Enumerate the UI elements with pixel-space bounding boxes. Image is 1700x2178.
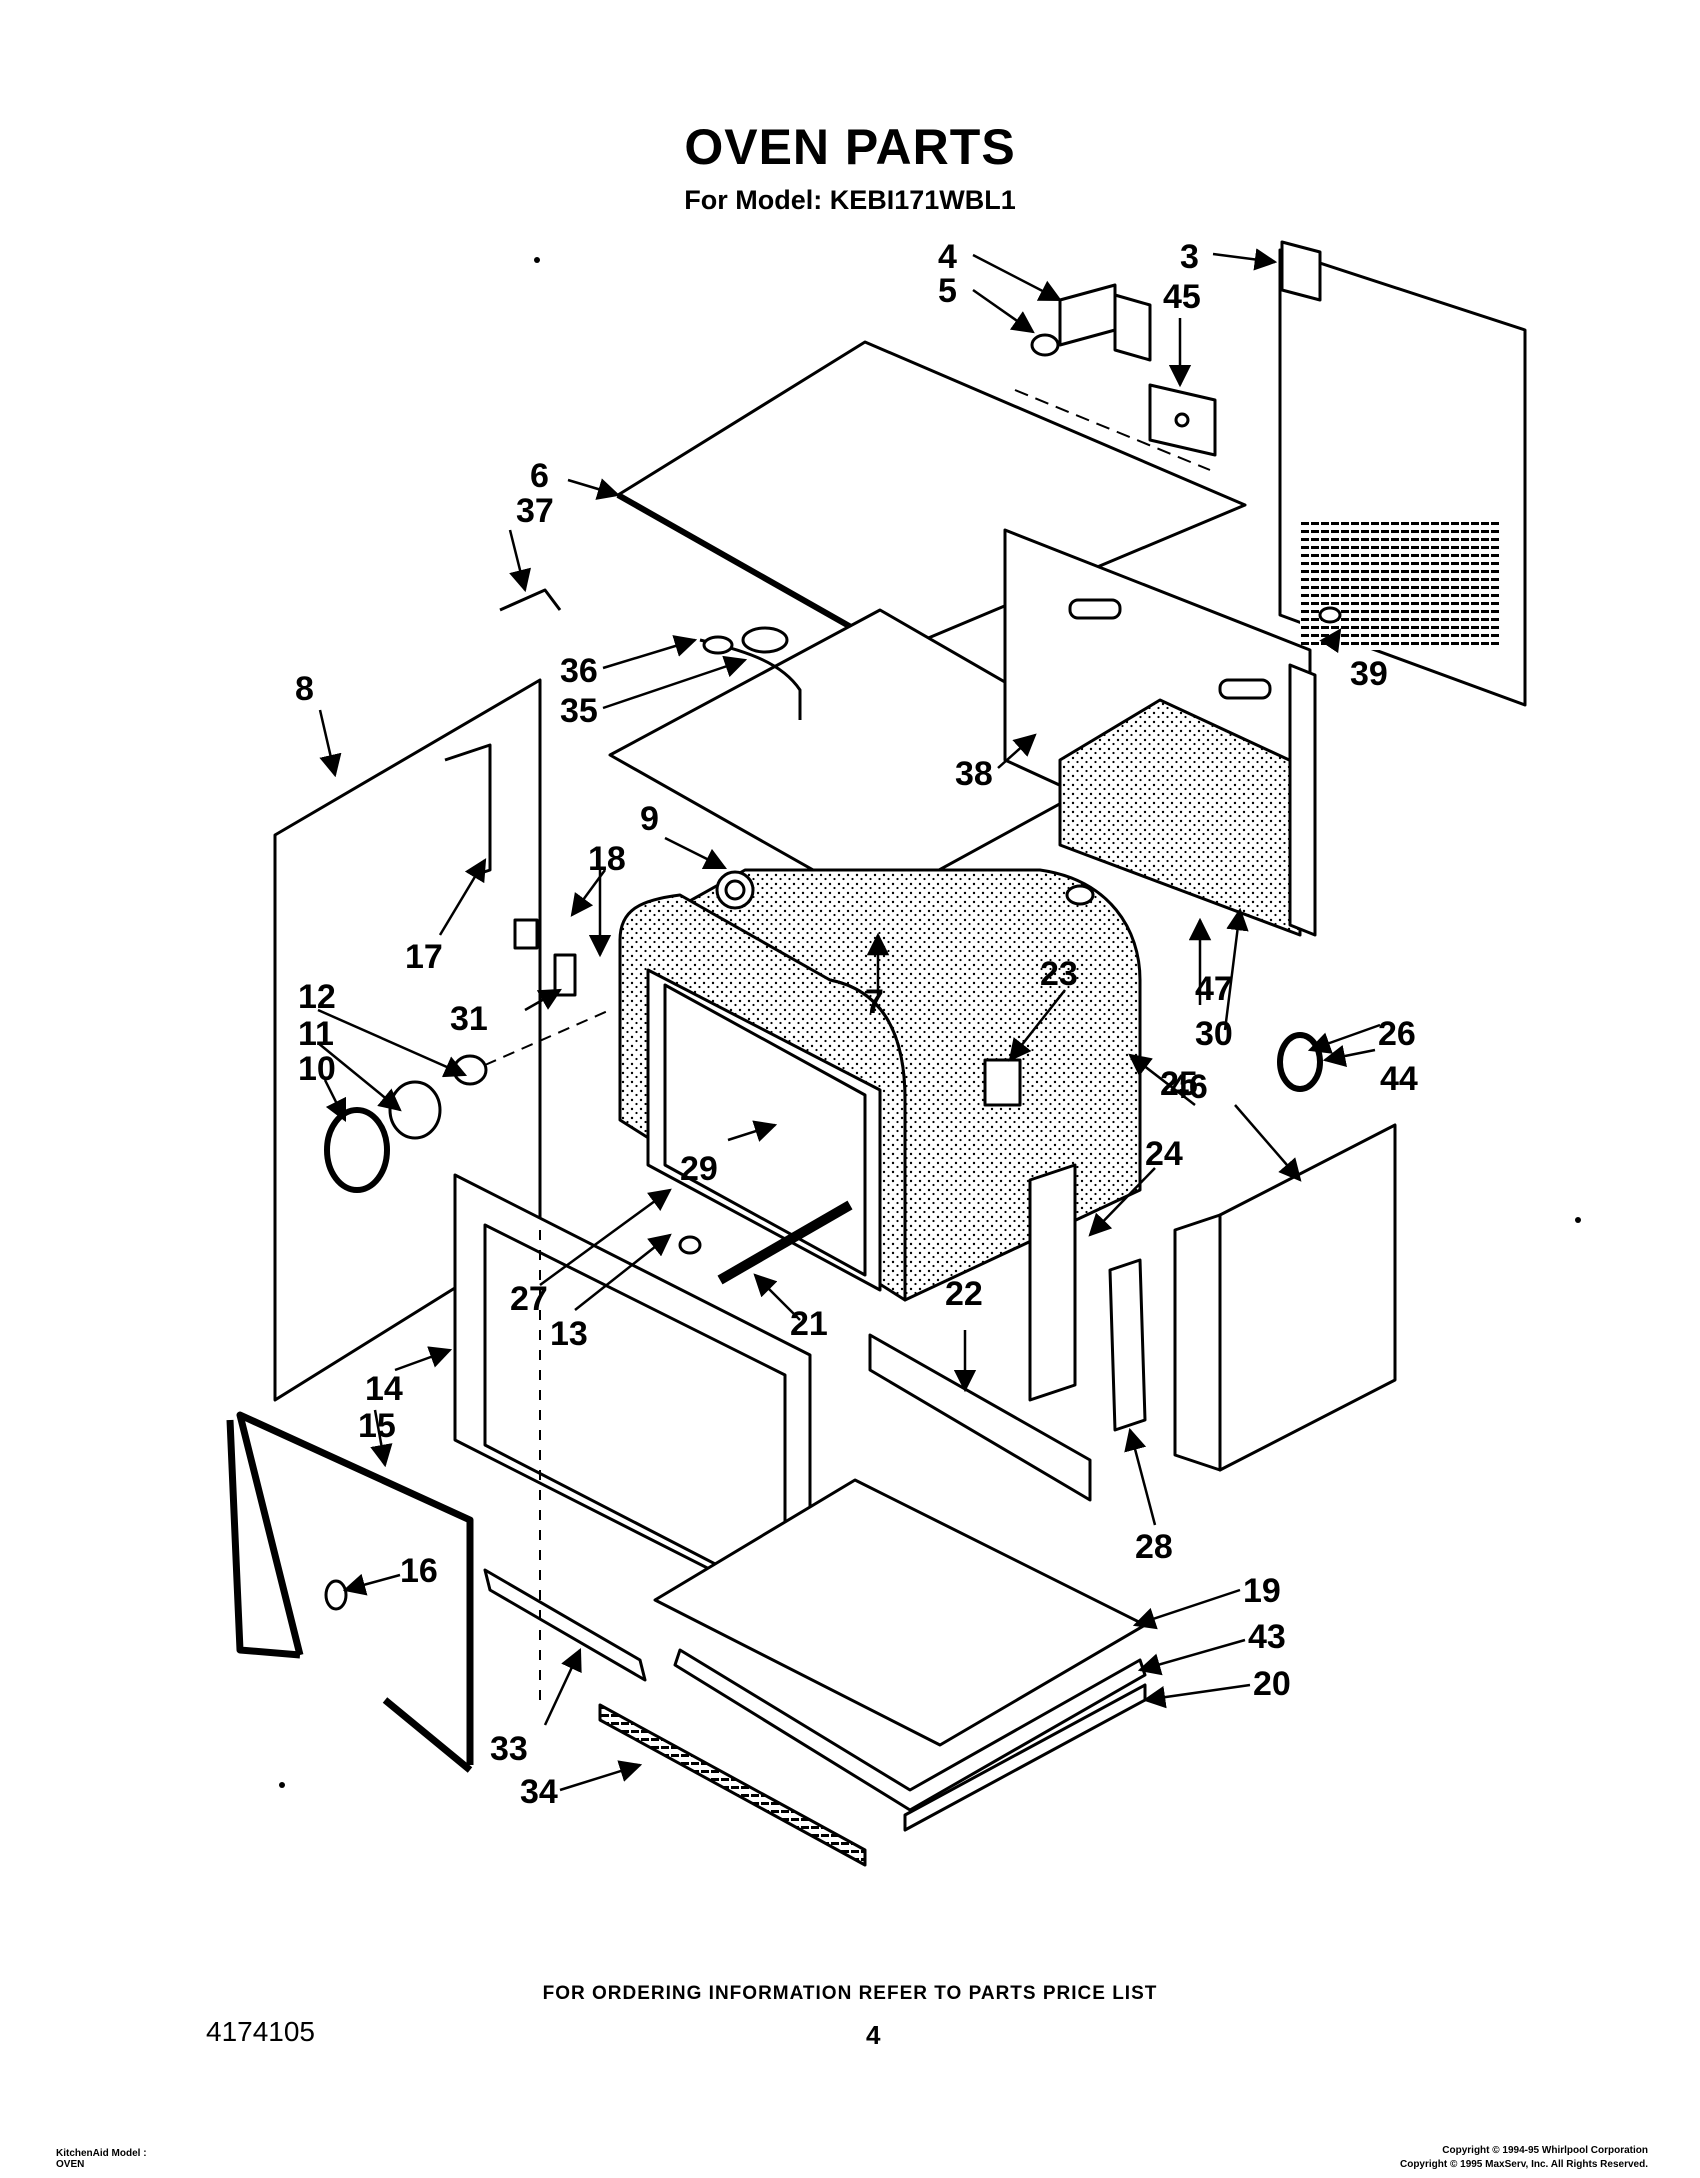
copyright-line2: Copyright © 1995 MaxServ, Inc. All Right… bbox=[1399, 2159, 1648, 2170]
rear-panel bbox=[1278, 240, 1527, 707]
callout-9: 9 bbox=[640, 800, 659, 838]
callout-24: 24 bbox=[1145, 1135, 1183, 1173]
callout-45: 45 bbox=[1163, 278, 1201, 316]
callout-15: 15 bbox=[358, 1407, 396, 1445]
leader-lines bbox=[317, 248, 1381, 1792]
document-part-number: 4174105 bbox=[206, 2016, 316, 2047]
callout-16: 16 bbox=[400, 1552, 438, 1590]
model-subtitle: For Model: KEBI171WBL1 bbox=[684, 185, 1016, 215]
model-label-line2: OVEN bbox=[56, 2159, 85, 2170]
callout-39: 39 bbox=[1350, 655, 1388, 693]
ordering-note: FOR ORDERING INFORMATION REFER TO PARTS … bbox=[542, 1983, 1158, 2004]
callout-31: 31 bbox=[450, 1000, 488, 1038]
model-label: KitchenAid Model : OVEN bbox=[56, 2148, 147, 2170]
callout-35: 35 bbox=[560, 692, 598, 730]
side-trim bbox=[1288, 663, 1317, 937]
callout-23: 23 bbox=[1040, 955, 1078, 993]
callout-28: 28 bbox=[1135, 1528, 1173, 1566]
callout-4: 4 bbox=[938, 238, 957, 276]
callout-36: 36 bbox=[560, 652, 598, 690]
callout-27: 27 bbox=[510, 1280, 548, 1318]
callout-6: 6 bbox=[530, 457, 549, 495]
callout-5: 5 bbox=[938, 272, 957, 310]
registration-marks bbox=[279, 257, 1581, 1788]
door-gasket bbox=[226, 1411, 474, 1773]
broil-element bbox=[717, 1200, 853, 1285]
model-label-line1: KitchenAid Model : bbox=[56, 2148, 147, 2159]
page-title: OVEN PARTS bbox=[684, 119, 1016, 175]
callout-34: 34 bbox=[520, 1773, 558, 1811]
callout-47: 47 bbox=[1195, 970, 1233, 1008]
callout-18: 18 bbox=[588, 840, 626, 878]
callout-3: 3 bbox=[1180, 238, 1199, 276]
callout-12: 12 bbox=[298, 978, 336, 1016]
vent-bracket bbox=[1014, 283, 1217, 471]
callout-29: 29 bbox=[680, 1150, 718, 1188]
page-number: 4 bbox=[866, 2020, 881, 2050]
copyright-notice: Copyright © 1994-95 Whirlpool Corporatio… bbox=[1400, 2144, 1648, 2172]
small-components bbox=[324, 588, 1342, 1611]
callout-10: 10 bbox=[298, 1050, 336, 1088]
callout-13: 13 bbox=[550, 1315, 588, 1353]
callout-43: 43 bbox=[1248, 1618, 1286, 1656]
callout-17: 17 bbox=[405, 938, 443, 976]
callout-46: 46 bbox=[1170, 1068, 1208, 1106]
callout-30: 30 bbox=[1195, 1015, 1233, 1053]
callout-37: 37 bbox=[516, 492, 554, 530]
callout-26: 26 bbox=[1378, 1015, 1416, 1053]
callout-21: 21 bbox=[790, 1305, 828, 1343]
copyright-line1: Copyright © 1994-95 Whirlpool Corporatio… bbox=[1442, 2145, 1648, 2156]
hinge-brackets bbox=[868, 1163, 1147, 1502]
callout-19: 19 bbox=[1243, 1572, 1281, 1610]
callout-25: 25 bbox=[1160, 1065, 1198, 1103]
callout-8: 8 bbox=[295, 670, 314, 708]
callout-44: 44 bbox=[1380, 1060, 1418, 1098]
callout-14: 14 bbox=[365, 1370, 403, 1408]
callout-labels: 3 4 5 45 6 37 36 35 38 39 8 9 18 17 31 7… bbox=[295, 238, 1418, 1811]
callout-20: 20 bbox=[1253, 1665, 1291, 1703]
right-side-panel bbox=[1173, 1123, 1397, 1472]
fan-shroud bbox=[1277, 1032, 1323, 1092]
callout-11: 11 bbox=[298, 1015, 334, 1053]
callout-22: 22 bbox=[945, 1275, 983, 1313]
callout-7: 7 bbox=[865, 983, 884, 1021]
toe-kick bbox=[483, 1568, 867, 1867]
callout-33: 33 bbox=[490, 1730, 528, 1768]
callout-38: 38 bbox=[955, 755, 993, 793]
